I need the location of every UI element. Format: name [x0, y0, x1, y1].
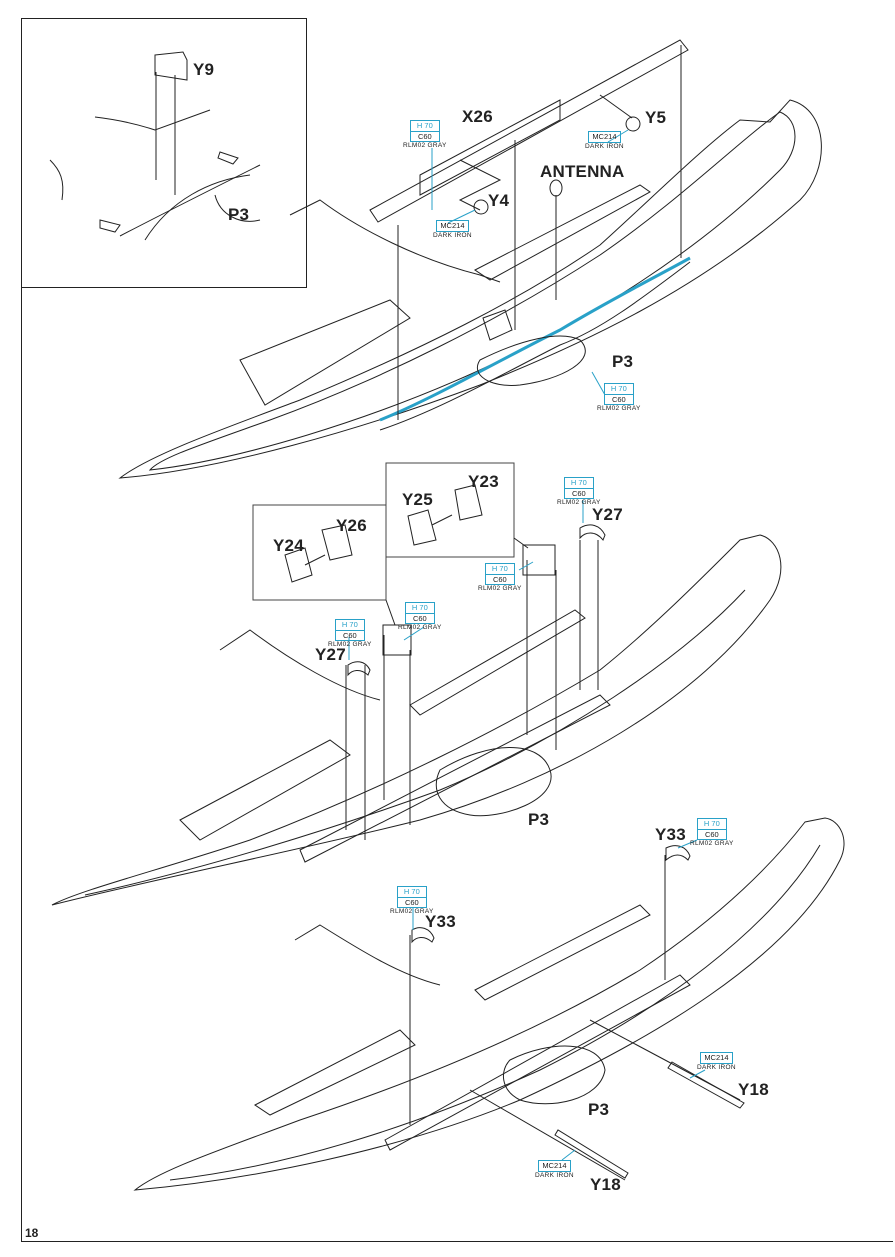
wing-step-3: [133, 817, 845, 1191]
part-label-y33-right: Y33: [655, 825, 686, 844]
part-label-y27-left: Y27: [315, 645, 346, 664]
part-label-y24: Y24: [273, 536, 304, 555]
paint-callout-y18-right: MC214 DARK IRON: [697, 1052, 736, 1071]
paint-callout-y18-left: MC214 DARK IRON: [535, 1160, 574, 1179]
part-label-y27-right: Y27: [592, 505, 623, 524]
part-label-p3-inset: P3: [228, 205, 250, 224]
part-label-x26: X26: [462, 107, 493, 126]
part-label-p3-step3: P3: [588, 1100, 610, 1119]
part-label-p3-step2: P3: [528, 810, 550, 829]
paint-callout-y4: MC214 DARK IRON: [433, 220, 472, 239]
part-label-y18-right: Y18: [738, 1080, 769, 1099]
part-label-y9: Y9: [193, 60, 215, 79]
part-label-antenna: ANTENNA: [540, 162, 625, 181]
inset-drawing-y9: [49, 51, 261, 241]
part-label-y23: Y23: [468, 472, 499, 491]
inset-drawings-step-2: [284, 484, 529, 626]
inset-detail-y9: [21, 18, 307, 288]
wing-step-1: [118, 39, 822, 479]
part-label-y33-left: Y33: [425, 912, 456, 931]
wing-step-2: [51, 524, 782, 906]
part-label-y4: Y4: [488, 191, 510, 210]
paint-callout-y5: MC214 DARK IRON: [585, 131, 624, 150]
page-frame: [21, 18, 893, 1242]
part-label-y18-left: Y18: [590, 1175, 621, 1194]
page-number: 18: [25, 1226, 39, 1240]
part-label-p3-step1: P3: [612, 352, 634, 371]
part-label-y5: Y5: [645, 108, 667, 127]
part-label-y26: Y26: [336, 516, 367, 535]
part-label-y25: Y25: [402, 490, 433, 509]
